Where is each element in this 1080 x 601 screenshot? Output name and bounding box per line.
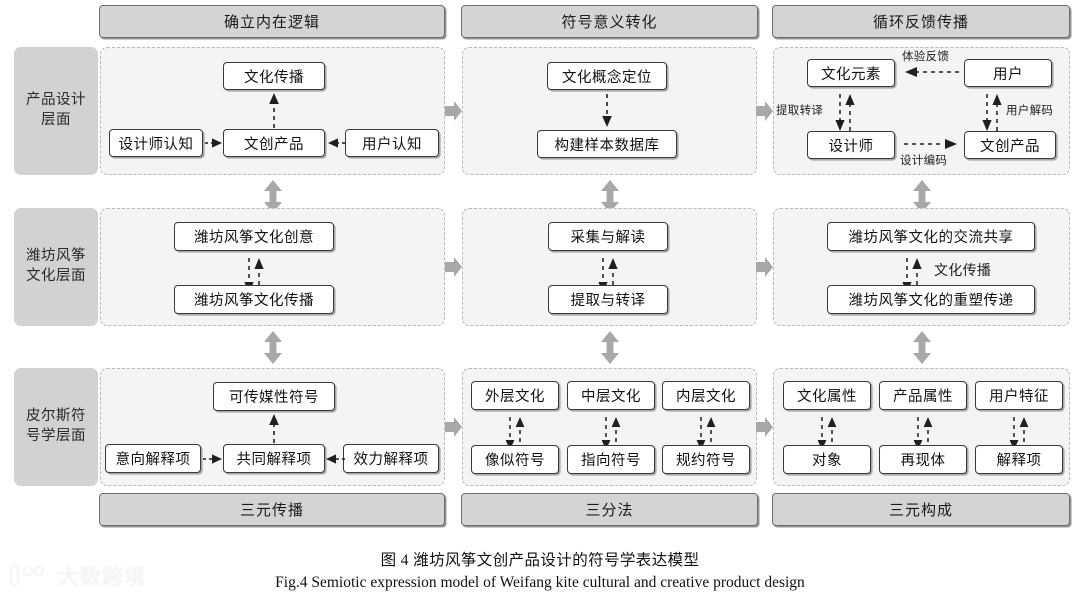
node-weifang-kite-culture-reshaping-transfer[interactable]: 潍坊风筝文化的重塑传递 bbox=[827, 285, 1035, 314]
node-user-cognition[interactable]: 用户认知 bbox=[345, 129, 439, 157]
node-product-attribute[interactable]: 产品属性 bbox=[879, 381, 967, 410]
node-middle-culture[interactable]: 中层文化 bbox=[567, 381, 655, 410]
chevron-right-r2-c2c3-icon bbox=[756, 257, 773, 277]
column-footer-3-label: 三元构成 bbox=[888, 502, 953, 519]
row-label-product-design: 产品设计 层面 bbox=[14, 47, 98, 175]
cell-r2c3: 潍坊风筝文化的交流共享 文化传播 潍坊风筝文化的重塑传递 bbox=[773, 208, 1070, 326]
note-experience-feedback: 体验反馈 bbox=[902, 51, 950, 63]
cell-r3c2: 外层文化 中层文化 内层文化 像似符号 指向符号 规约符号 bbox=[462, 368, 757, 486]
arrow-left-dashed-experience-feedback bbox=[905, 67, 959, 77]
node-symbolic-sign[interactable]: 规约符号 bbox=[662, 445, 750, 474]
note-cultural-communication-r2c3: 文化传播 bbox=[934, 262, 992, 278]
arrow-pair-vertical-extract-translate bbox=[835, 94, 855, 131]
cell-r2c2: 采集与解读 提取与转译 bbox=[462, 208, 757, 326]
node-user[interactable]: 用户 bbox=[964, 59, 1052, 87]
arrow-double-vertical-c1-r1r2-icon bbox=[264, 180, 282, 213]
column-header-1-label: 确立内在逻辑 bbox=[223, 14, 320, 31]
cell-r1c2: 文化概念定位 构建样本数据库 bbox=[462, 47, 757, 175]
column-footer-1-label: 三元传播 bbox=[239, 502, 304, 519]
note-extract-translate: 提取转译 bbox=[776, 105, 824, 117]
node-cultural-attribute[interactable]: 文化属性 bbox=[783, 381, 871, 410]
node-representamen[interactable]: 再现体 bbox=[879, 445, 967, 474]
node-weifang-kite-culture-communication[interactable]: 潍坊风筝文化传播 bbox=[174, 285, 334, 314]
arrow-right-dashed-designer-to-product bbox=[205, 138, 222, 148]
column-header-3-label: 循环反馈传播 bbox=[872, 14, 969, 31]
row-label-peirce-semiotics: 皮尔斯符 号学层面 bbox=[14, 368, 98, 486]
watermark-text: 大数跨境 bbox=[58, 566, 146, 589]
chevron-right-r1-c2c3-icon bbox=[756, 101, 773, 121]
node-intentional-interpretant[interactable]: 意向解释项 bbox=[105, 444, 201, 473]
arrow-up-dashed-r3c1 bbox=[269, 414, 279, 451]
node-object[interactable]: 对象 bbox=[783, 445, 871, 474]
note-user-decode: 用户解码 bbox=[1006, 105, 1054, 117]
row-label-3-line1: 皮尔斯符 bbox=[26, 408, 86, 425]
row-label-weifang-kite-culture: 潍坊风筝 文化层面 bbox=[14, 208, 98, 326]
row-label-3-line2: 号学层面 bbox=[26, 428, 86, 444]
arrow-double-vertical-c3-r1r2-icon bbox=[913, 180, 931, 213]
arrow-double-vertical-c2-r2r3-icon bbox=[601, 331, 619, 364]
column-footer-2-label: 三分法 bbox=[585, 502, 634, 519]
node-cultural-concept-positioning[interactable]: 文化概念定位 bbox=[547, 62, 667, 90]
watermark-logo-icon bbox=[9, 564, 45, 587]
node-user-characteristic[interactable]: 用户特征 bbox=[975, 381, 1063, 410]
arrow-left-dashed-effectual-to-common bbox=[326, 454, 345, 464]
arrow-right-dashed-design-encode bbox=[904, 139, 957, 149]
column-footer-2: 三分法 bbox=[461, 493, 758, 526]
node-weifang-kite-culture-exchange-sharing[interactable]: 潍坊风筝文化的交流共享 bbox=[827, 222, 1035, 251]
row-label-1-line2: 层面 bbox=[41, 112, 71, 128]
node-cultural-elements[interactable]: 文化元素 bbox=[807, 59, 895, 87]
node-mediable-sign[interactable]: 可传媒性符号 bbox=[213, 382, 335, 411]
column-header-1: 确立内在逻辑 bbox=[99, 5, 445, 38]
column-header-3: 循环反馈传播 bbox=[772, 5, 1070, 38]
figure-caption-en: Fig.4 Semiotic expression model of Weifa… bbox=[275, 574, 805, 591]
arrow-double-vertical-c3-r2r3-icon bbox=[913, 331, 931, 364]
row-label-1-line1: 产品设计 bbox=[26, 92, 86, 109]
row-label-2-line2: 文化层面 bbox=[26, 268, 86, 284]
node-collect-interpret[interactable]: 采集与解读 bbox=[548, 222, 668, 251]
arrow-down-dashed-r1c2 bbox=[602, 94, 612, 127]
node-designer-cognition[interactable]: 设计师认知 bbox=[109, 129, 203, 157]
cell-r3c1: 可传媒性符号 意向解释项 共同解释项 效力解释项 bbox=[100, 368, 445, 486]
node-outer-culture[interactable]: 外层文化 bbox=[471, 381, 559, 410]
chevron-right-r1-c1c2-icon bbox=[445, 101, 462, 121]
cell-r1c1: 文化传播 设计师认知 文创产品 用户认知 bbox=[100, 47, 445, 175]
node-iconic-sign[interactable]: 像似符号 bbox=[471, 445, 559, 474]
node-indexical-sign[interactable]: 指向符号 bbox=[567, 445, 655, 474]
node-build-sample-database[interactable]: 构建样本数据库 bbox=[537, 130, 677, 158]
node-extract-translate[interactable]: 提取与转译 bbox=[548, 285, 668, 314]
cell-r1c3: 文化元素 用户 设计师 文创产品 体验反馈 提取转译 用户解码 bbox=[773, 47, 1070, 175]
column-header-2-label: 符号意义转化 bbox=[561, 14, 658, 31]
note-design-encode: 设计编码 bbox=[900, 155, 948, 167]
column-footer-3: 三元构成 bbox=[772, 493, 1070, 526]
node-cc-product-r1c3[interactable]: 文创产品 bbox=[964, 131, 1056, 159]
node-designer[interactable]: 设计师 bbox=[807, 131, 895, 159]
chevron-right-r3-c2c3-icon bbox=[756, 417, 773, 437]
arrow-pair-vertical-user-decode bbox=[982, 94, 1002, 131]
arrow-pair-vertical-r3c3-2 bbox=[913, 417, 933, 450]
cell-r3c3: 文化属性 产品属性 用户特征 对象 再现体 解释项 bbox=[773, 368, 1070, 486]
node-inner-culture[interactable]: 内层文化 bbox=[662, 381, 750, 410]
row-label-2-line1: 潍坊风筝 bbox=[26, 248, 86, 265]
chevron-right-r2-c1c2-icon bbox=[445, 257, 462, 277]
node-weifang-kite-culture-creativity[interactable]: 潍坊风筝文化创意 bbox=[174, 222, 334, 251]
arrow-double-vertical-c2-r1r2-icon bbox=[601, 180, 619, 213]
chevron-right-r3-c1c2-icon bbox=[445, 417, 462, 437]
node-interpretant[interactable]: 解释项 bbox=[975, 445, 1063, 474]
arrow-left-dashed-user-to-product bbox=[328, 138, 345, 148]
node-cultural-communication[interactable]: 文化传播 bbox=[223, 62, 325, 90]
node-effectual-interpretant[interactable]: 效力解释项 bbox=[343, 444, 439, 473]
node-cc-product[interactable]: 文创产品 bbox=[223, 129, 325, 157]
node-common-interpretant[interactable]: 共同解释项 bbox=[223, 444, 325, 473]
arrow-right-dashed-intentional-to-common bbox=[203, 454, 222, 464]
arrow-up-dashed-r1c1 bbox=[269, 93, 279, 136]
column-header-2: 符号意义转化 bbox=[461, 5, 758, 38]
cell-r2c1: 潍坊风筝文化创意 潍坊风筝文化传播 bbox=[100, 208, 445, 326]
arrow-double-vertical-c1-r2r3-icon bbox=[264, 331, 282, 364]
watermark: 大数跨境 bbox=[8, 556, 168, 596]
figure-caption-zh: 图 4 潍坊风筝文创产品设计的符号学表达模型 bbox=[380, 552, 700, 569]
column-footer-1: 三元传播 bbox=[99, 493, 445, 526]
